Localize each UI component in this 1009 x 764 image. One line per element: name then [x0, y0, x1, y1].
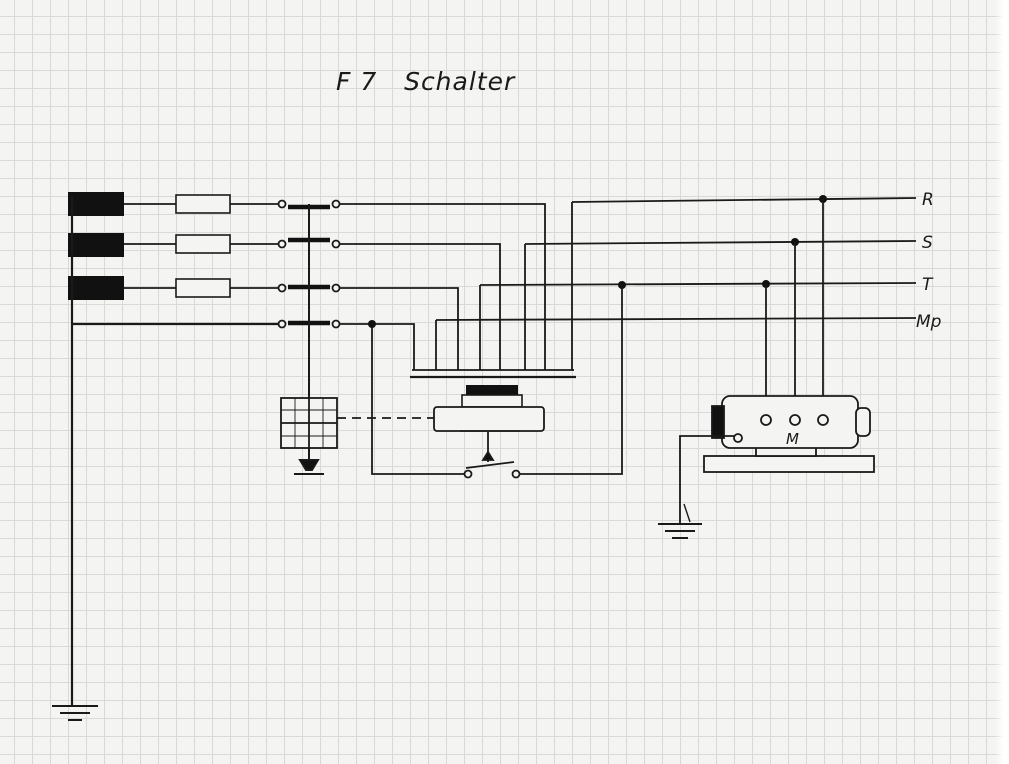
fuses	[175, 194, 231, 298]
fuse-s	[175, 234, 231, 254]
paper-edge	[995, 0, 1009, 764]
fuse-t	[175, 278, 231, 298]
motor-earth-line	[679, 435, 734, 524]
switch-knob	[466, 385, 518, 397]
terminal-block-t	[68, 276, 124, 300]
line-label-r: R	[922, 190, 934, 210]
motor	[703, 395, 875, 473]
coil-spring-mount	[294, 448, 324, 475]
line-label-s: S	[922, 233, 933, 253]
motor-shaft-end	[711, 405, 725, 439]
fuse-r	[175, 194, 231, 214]
motor-label: M	[786, 430, 799, 448]
pressure-switch	[433, 385, 545, 432]
diagram-title: F 7 Schalter	[336, 67, 516, 96]
main-switch	[277, 199, 341, 398]
contactor-coil	[280, 397, 338, 449]
line-label-mp: Mp	[916, 312, 942, 332]
switch-output-lines	[340, 202, 576, 379]
control-circuit	[371, 285, 623, 475]
junction-dots	[368, 195, 827, 328]
terminal-block-s	[68, 233, 124, 257]
motor-fan-cap	[855, 407, 871, 437]
motor-ground-symbol	[658, 523, 702, 539]
network-lines	[435, 197, 917, 321]
motor-supply-lines	[765, 199, 824, 416]
left-ground-symbol	[52, 705, 98, 721]
motor-base	[703, 455, 875, 473]
phase-feed-lines	[124, 203, 280, 289]
line-label-t: T	[922, 275, 934, 295]
push-button-contact	[463, 432, 521, 479]
left-earth-conductor	[70, 196, 278, 706]
mains-terminal-blocks	[68, 192, 124, 300]
terminal-block-r	[68, 192, 124, 216]
